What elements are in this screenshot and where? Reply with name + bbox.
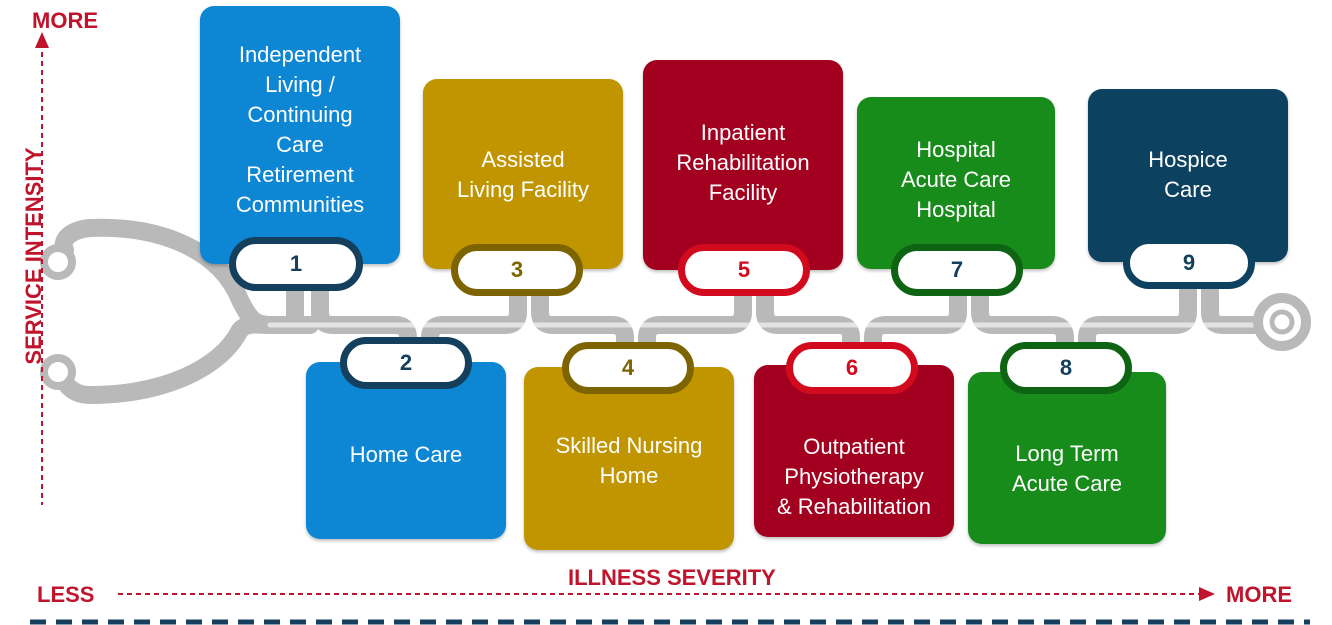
- step-badge-5: 5: [678, 244, 810, 296]
- step-badge-3: 3: [451, 244, 583, 296]
- x-axis-more-label: MORE: [1226, 582, 1292, 607]
- step-badge-2: 2: [340, 337, 472, 389]
- step-badge-6: 6: [786, 342, 918, 394]
- x-axis-arrowhead: [1199, 587, 1215, 601]
- card-long-term-acute: Long Term Acute Care: [968, 372, 1166, 544]
- card-hospital-acute: Hospital Acute Care Hospital: [857, 97, 1055, 269]
- x-axis-title: ILLNESS SEVERITY: [568, 565, 776, 590]
- card-label: Home Care: [349, 441, 463, 467]
- x-axis-less-label: LESS: [37, 582, 95, 607]
- card-label: Assisted Living Facility: [456, 147, 590, 202]
- card-inpatient-rehab: Inpatient Rehabilitation Facility: [643, 60, 843, 270]
- step-badge-4: 4: [562, 342, 694, 394]
- step-badge-7: 7: [891, 244, 1023, 296]
- card-label: Hospital Acute Care Hospital: [900, 137, 1012, 222]
- step-badge-9: 9: [1123, 237, 1255, 289]
- card-home-care: Home Care: [306, 362, 506, 539]
- card-label: Inpatient Rehabilitation Facility: [676, 120, 810, 205]
- step-badge-1: 1: [229, 237, 363, 291]
- card-label: Outpatient Physiotherapy & Rehabilitatio…: [776, 434, 932, 519]
- card-independent-living: Independent Living / Continuing Care Ret…: [200, 6, 400, 264]
- step-badge-8: 8: [1000, 342, 1132, 394]
- card-label: Long Term Acute Care: [1011, 441, 1123, 496]
- card-hospice: Hospice Care: [1088, 89, 1288, 262]
- y-axis-more-label: MORE: [32, 8, 98, 33]
- card-label: Independent Living / Continuing Care Ret…: [235, 42, 365, 217]
- y-axis-title: SERVICE INTENSITY: [21, 147, 46, 365]
- card-label: Skilled Nursing Home: [555, 433, 703, 488]
- card-skilled-nursing: Skilled Nursing Home: [524, 367, 734, 550]
- card-assisted-living: Assisted Living Facility: [423, 79, 623, 269]
- card-label: Hospice Care: [1148, 147, 1228, 202]
- y-axis-arrowhead: [35, 32, 49, 48]
